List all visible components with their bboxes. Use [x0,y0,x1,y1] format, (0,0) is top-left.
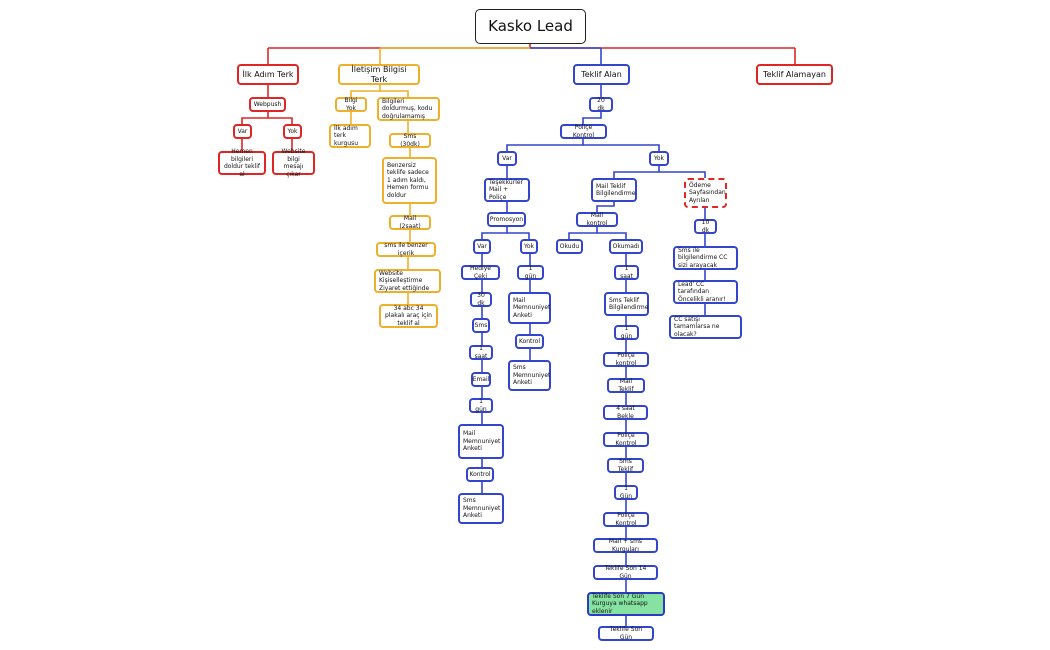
node-mail-2saat[interactable]: Mail (2saat) [389,215,431,230]
connector-blue-48 [597,232,627,239]
node-sms-teklif[interactable]: Sms Teklif [607,458,644,473]
node-police-kontrol-3[interactable]: Poliçe Kontrol [603,432,649,447]
node-sms-memnuniyet[interactable]: Sms Memnuniyet Anketi [458,493,504,524]
node-mail-memnuniyet[interactable]: Mail Memnuniyet Anketi [458,424,504,459]
connector-blue-26 [583,144,660,151]
connector-blue-29 [481,227,508,239]
node-okumadi[interactable]: Okumadı [609,239,643,254]
node-mail-sms-kurgulari[interactable]: Mail + sms Kurguları [593,538,658,553]
node-email[interactable]: Email [471,372,491,387]
node-1-gun-b[interactable]: 1 Gün [614,485,638,500]
node-20dk[interactable]: 20 dk [589,97,613,112]
node-yok-mail-memnuniyet[interactable]: Mail Memnuniyet Anketi [508,292,551,324]
node-police-kontrol-4[interactable]: Poliçe Kontrol [603,512,649,527]
node-hediye-ceki[interactable]: Hediye Çeki [461,265,500,280]
node-okumadi-1-gun[interactable]: 1 gün [614,325,639,340]
node-sms-benzer[interactable]: sms ile benzer içerik [376,242,436,257]
connector-orange-14 [350,85,381,97]
node-okumadi-1-saat[interactable]: 1 saat [614,265,639,280]
node-lead-cc[interactable]: Lead' CC tarafından Öncelikli aranır! [673,280,738,304]
node-website-bilgi[interactable]: Website bilgi mesajı çıkar [272,148,315,178]
node-yok-1-gun[interactable]: 1 gün [517,265,544,280]
connector-red-10 [241,112,269,124]
branch-iletisim-bilgisi-terk[interactable]: İletişim Bilgisi Terk [338,64,420,85]
node-hemen-bilgileri[interactable]: Hemen bilgileri doldur teklif al [218,148,266,178]
node-benzersiz-teklif[interactable]: Benzersiz teklife sadece 1 adım kaldı, H… [382,157,437,204]
connector-orange-15 [380,90,409,97]
node-var[interactable]: Var [233,124,252,139]
connector-blue-47 [568,227,598,239]
node-sms-cc[interactable]: Sms ile bilgilendirme CC sizi arayacak [673,246,738,270]
node-sms[interactable]: Sms [472,318,490,333]
node-webpush[interactable]: Webpush [249,97,286,112]
node-teklife-son-14-gun[interactable]: Teklife Son 14 Gün [593,565,658,580]
node-teklife-son-7-gun[interactable]: Teklife Son 7 Gün Kurguya whatsapp eklen… [587,592,665,616]
node-1-gun[interactable]: 1 gün [469,398,493,413]
node-yok-kontrol[interactable]: Kontrol [515,334,544,349]
node-yok[interactable]: Yok [649,151,669,166]
node-kontrol[interactable]: Kontrol [466,467,494,482]
branch-teklif-alamayan[interactable]: Teklif Alamayan [756,64,833,85]
node-mail-kontrol[interactable]: Mail kontrol [576,212,618,227]
node-teklife-son-gun[interactable]: Teklife Son Gün [598,626,654,641]
connector-blue-30 [507,232,530,239]
node-sms-30dk[interactable]: Sms (30dk) [389,133,431,148]
node-ilk-adim-kurgusu[interactable]: İlk adım terk kurgusu [329,124,371,148]
node-plaka-teklif[interactable]: 34 abc 34 plakalı araç için teklif al [379,304,438,328]
node-tesekkurler[interactable]: Teşekkürler Mail + Poliçe [484,178,530,202]
node-cc-satis[interactable]: CC satışı tamamlarsa ne olacak? [669,315,742,339]
node-yok[interactable]: Yok [283,124,302,139]
branch-ilk-adim-terk[interactable]: İlk Adım Terk [237,64,299,85]
node-1-saat[interactable]: 1 saat [469,345,493,360]
node-bilgi-yok[interactable]: Bilgi Yok [335,97,367,112]
branch-teklif-alan[interactable]: Teklif Alan [573,64,630,85]
node-mail-teklif[interactable]: Mail Teklif [607,378,645,393]
node-var[interactable]: Var [497,151,517,166]
node-sms-teklif-bilgilendirme[interactable]: Sms Teklif Bilgilendirme [604,292,649,316]
node-promosyon-yok[interactable]: Yok [520,239,538,254]
connector-blue-25 [506,139,584,151]
node-4-saat-bekle[interactable]: 4 saat Bekle [603,405,648,420]
node-10dk[interactable]: 10 dk [694,219,717,234]
node-police-kontrol[interactable]: Poliçe Kontrol [560,124,607,139]
node-okudu[interactable]: Okudu [556,239,583,254]
node-30dk[interactable]: 30 dk [470,292,492,307]
root-node[interactable]: Kasko Lead [475,9,586,44]
node-yok-sms-memnuniyet[interactable]: Sms Memnuniyet Anketi [508,360,551,391]
connector-blue-24 [582,112,602,124]
node-bilgileri-doldurmus[interactable]: Bilgileri doldurmuş, kodu doğrulamamış [377,97,440,121]
node-promosyon[interactable]: Promosyon [487,212,526,227]
node-odeme-sayfasindan[interactable]: Ödeme Sayfasından Ayrılan [684,178,727,208]
connector-blue-45 [659,171,706,178]
connector-blue-46 [596,202,615,212]
node-mail-teklif-bilgilendirme[interactable]: Mail Teklif Bilgilendirme [591,178,637,202]
connector-red-11 [268,117,293,124]
connector-blue-44 [613,166,660,178]
node-website-kisisel[interactable]: Website Kişiselleştirme Ziyaret ettiğind… [374,269,441,293]
node-police-kontrol-2[interactable]: Poliçe kontrol [603,352,649,367]
node-promosyon-var[interactable]: Var [473,239,491,254]
